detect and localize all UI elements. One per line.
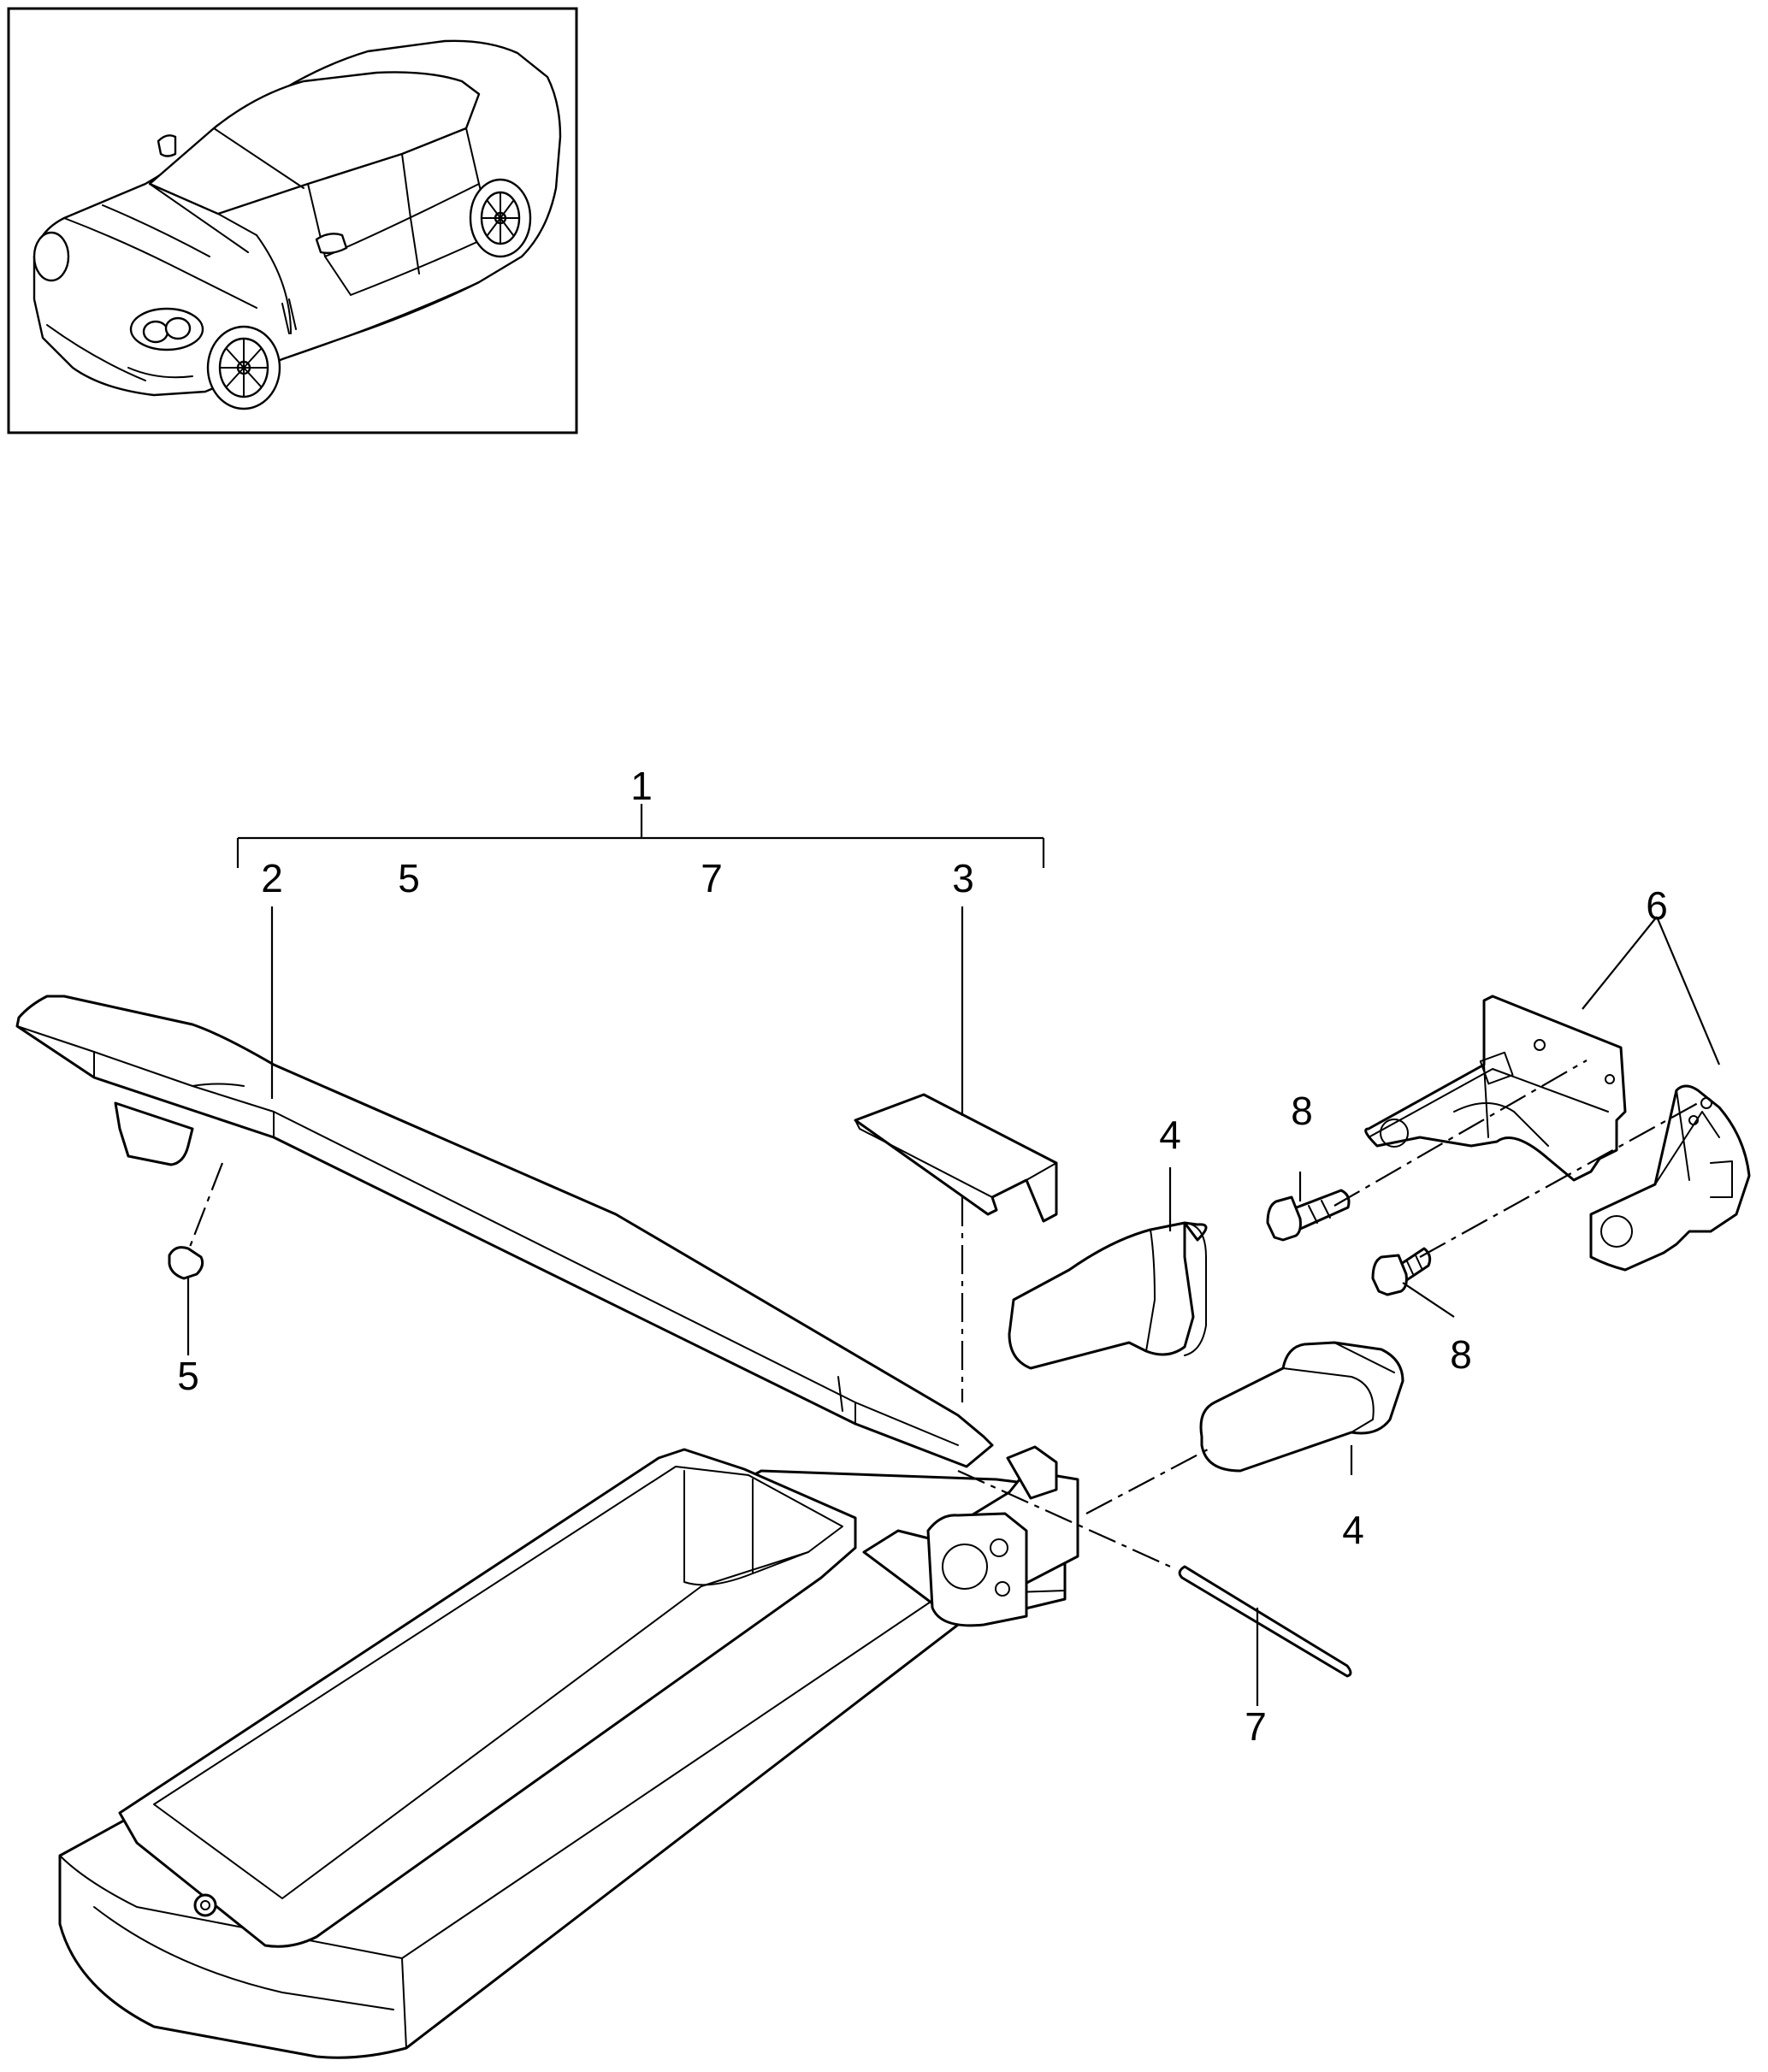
callout-5: 5 <box>177 1354 199 1398</box>
leader-lines <box>186 906 1721 1706</box>
callout-8-lower: 8 <box>1450 1332 1472 1377</box>
bolt-upper <box>1266 1189 1351 1242</box>
callout-7-header: 7 <box>701 856 723 900</box>
vehicle-thumbnail <box>7 7 578 434</box>
callout-2: 2 <box>261 856 283 900</box>
bolt-lower <box>1371 1247 1432 1296</box>
callout-5-header: 5 <box>398 856 420 900</box>
callout-1: 1 <box>630 764 653 808</box>
hinge-pin <box>1178 1565 1352 1678</box>
callout-7: 7 <box>1245 1704 1267 1749</box>
hinge-cover <box>854 1093 1058 1223</box>
callout-8-upper: 8 <box>1291 1089 1313 1133</box>
callout-6: 6 <box>1646 883 1668 928</box>
armrest-lid <box>15 995 994 1468</box>
hinge-cap-lower <box>1199 1341 1404 1473</box>
callout-4-lower: 4 <box>1342 1508 1364 1552</box>
hinge-bracket-front <box>1589 1084 1751 1272</box>
hinge-cap-upper <box>1008 1221 1208 1370</box>
callout-3: 3 <box>952 856 974 900</box>
callout-4-upper: 4 <box>1159 1113 1181 1157</box>
clip-part <box>168 1246 204 1280</box>
callout-numbers: 1 2 5 7 3 6 4 8 8 5 4 7 <box>177 764 1668 1749</box>
hinge-bracket-rear <box>1364 995 1627 1182</box>
assembly-bracket <box>236 804 1045 868</box>
armrest-base <box>58 1445 1079 2059</box>
